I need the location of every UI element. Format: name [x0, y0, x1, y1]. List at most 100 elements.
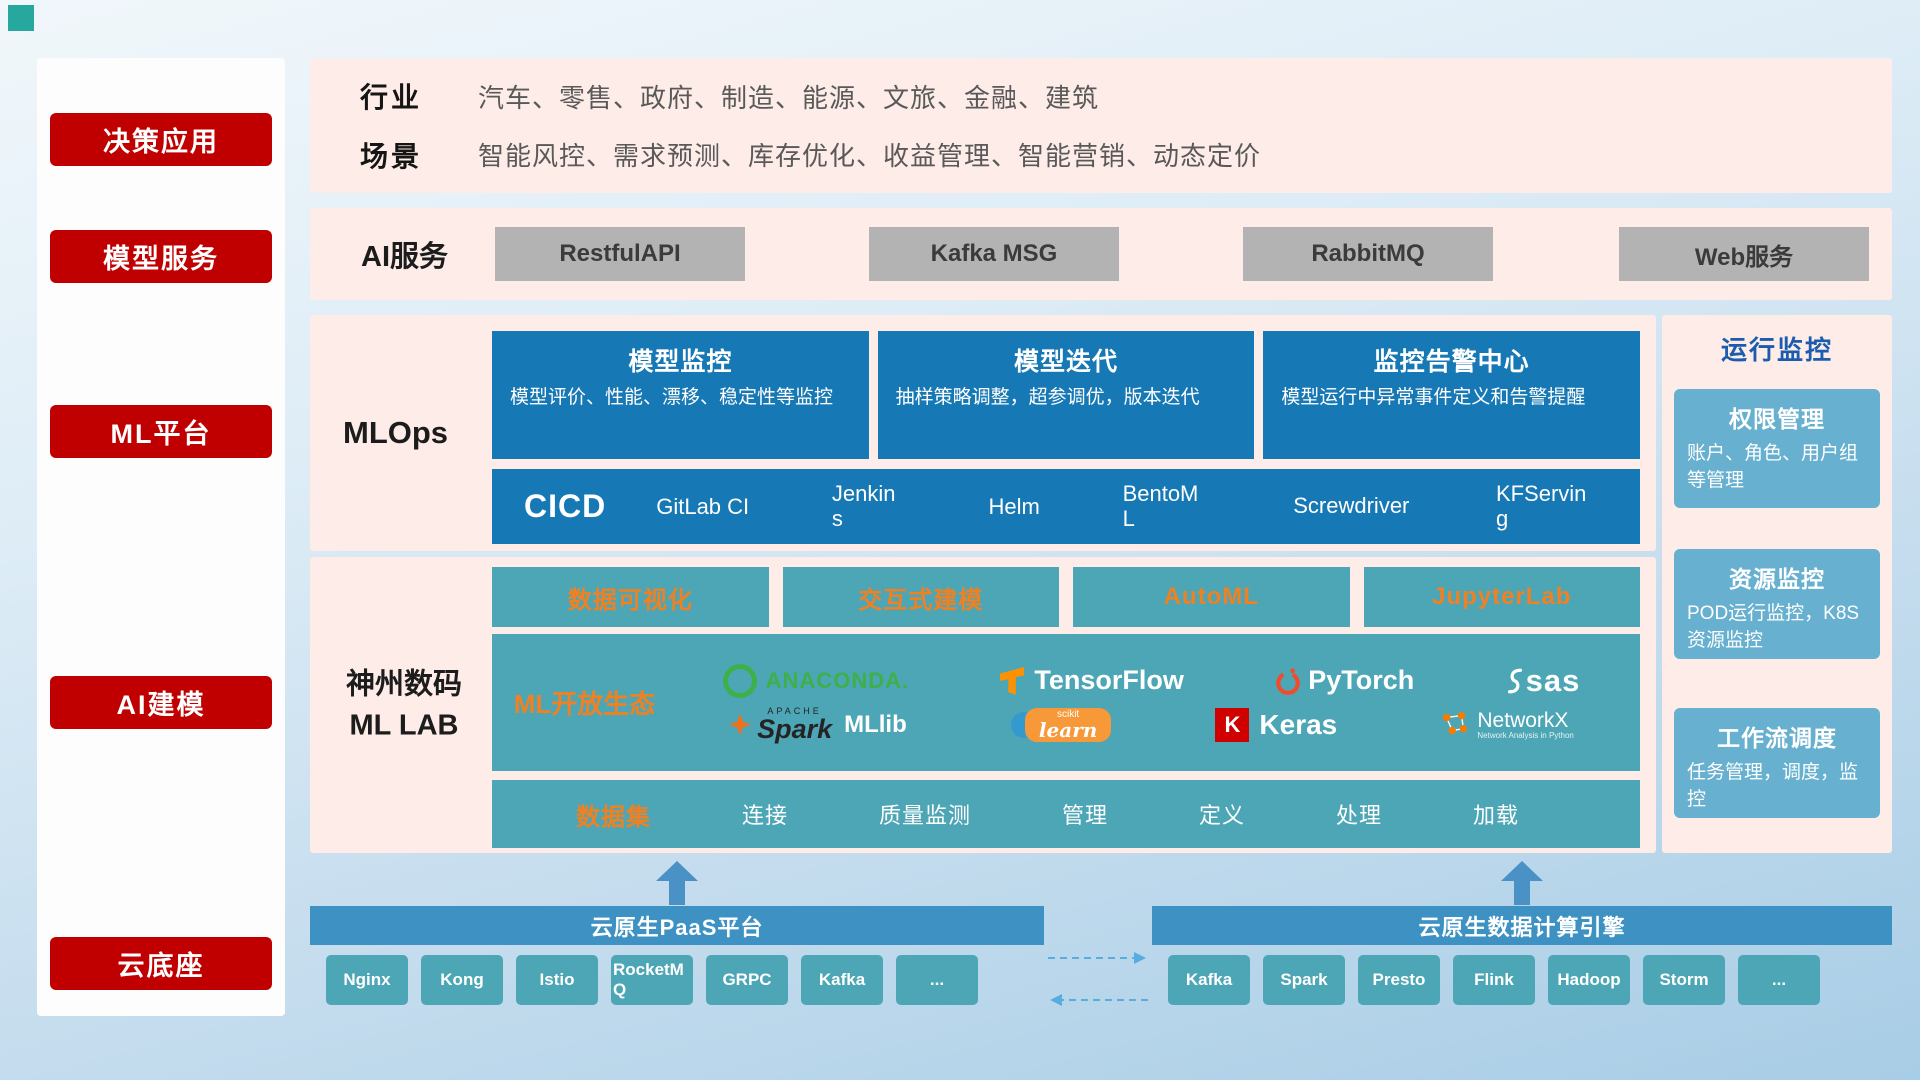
- sidebar-item-ml-platform[interactable]: ML平台: [50, 405, 272, 458]
- card-desc: 抽样策略调整，超参调优，版本迭代: [895, 387, 1200, 408]
- tool-button-jupyterlab[interactable]: JupyterLab: [1363, 567, 1640, 627]
- data-flow-dashed-arrows-icon: [1048, 952, 1148, 1006]
- ml-open-ecosystem-label: ML开放生态: [513, 689, 656, 719]
- paas-service-button-more[interactable]: ...: [896, 955, 978, 1005]
- ml-open-ecosystem-block: ML开放生态 ANACONDA. TensorFlow: [492, 634, 1640, 771]
- engine-service-button[interactable]: Hadoop: [1548, 955, 1630, 1005]
- scikit-learn-badge: scikit learn: [1024, 707, 1112, 742]
- paas-service-button[interactable]: Istio: [516, 955, 598, 1005]
- paas-service-button[interactable]: GRPC: [706, 955, 788, 1005]
- dataset-item-connect: 连接: [741, 803, 788, 828]
- card-desc: 任务管理，调度，监控: [1687, 762, 1859, 810]
- dataset-label: 数据集: [576, 803, 651, 831]
- data-engine-header: 云原生数据计算引擎: [1152, 906, 1892, 945]
- mlops-label: MLOps: [343, 415, 449, 450]
- paas-platform-header: 云原生PaaS平台: [310, 906, 1044, 945]
- anaconda-icon: [722, 663, 757, 698]
- service-button-web[interactable]: Web服务: [1619, 227, 1869, 281]
- sidebar-item-decision-app[interactable]: 决策应用: [50, 113, 272, 166]
- networkx-icon: [1443, 712, 1468, 735]
- tensorflow-logo: TensorFlow: [1000, 665, 1184, 696]
- ai-service-label: AI服务: [361, 241, 449, 273]
- engine-service-button-more[interactable]: ...: [1738, 955, 1820, 1005]
- logo-row-1: ANACONDA. TensorFlow PyTorch: [677, 663, 1626, 699]
- pytorch-icon: [1276, 667, 1301, 695]
- ml-lab-label: 神州数码 ML LAB: [328, 664, 480, 745]
- permission-mgmt-card: 权限管理 账户、角色、用户组等管理: [1674, 389, 1880, 508]
- ml-lab-label-line1: 神州数码: [345, 668, 462, 701]
- layer-sidebar: 决策应用 模型服务 ML平台 AI建模 云底座: [37, 58, 285, 1016]
- spark-star-icon: [729, 713, 752, 736]
- paas-service-button[interactable]: Kong: [421, 955, 503, 1005]
- dataset-item-manage: 管理: [1061, 803, 1108, 828]
- service-button-kafka-msg[interactable]: Kafka MSG: [869, 227, 1119, 281]
- industry-section: 行业 汽车、零售、政府、制造、能源、文旅、金融、建筑 场景 智能风控、需求预测、…: [310, 58, 1892, 193]
- modeling-tools-row: 数据可视化 交互式建模 AutoML JupyterLab: [492, 567, 1640, 627]
- paas-service-button[interactable]: Kafka: [801, 955, 883, 1005]
- scikit-learn-logo: scikit learn: [1010, 707, 1112, 742]
- sidebar-item-ai-modeling[interactable]: AI建模: [50, 676, 272, 729]
- keras-logo: K Keras: [1215, 707, 1338, 742]
- up-arrow-icon: [1501, 861, 1543, 905]
- cicd-item-helm: Helm: [988, 493, 1040, 519]
- apache-label: APACHE: [767, 705, 822, 716]
- ml-lab-section: 神州数码 ML LAB 数据可视化 交互式建模 AutoML JupyterLa…: [310, 557, 1656, 853]
- workflow-scheduling-card: 工作流调度 任务管理，调度，监控: [1674, 708, 1880, 818]
- cicd-item-kfserving: KFServing: [1495, 481, 1587, 531]
- ecosystem-logos: ANACONDA. TensorFlow PyTorch: [677, 663, 1640, 743]
- up-arrow-icon: [656, 861, 698, 905]
- card-title: 模型迭代: [1014, 348, 1119, 376]
- card-title: 模型监控: [628, 348, 733, 376]
- spark-wordmark: APACHE Spark: [757, 705, 833, 744]
- pytorch-logo: PyTorch: [1275, 665, 1414, 696]
- sas-logo: sas: [1506, 663, 1581, 699]
- keras-wordmark: Keras: [1259, 708, 1338, 740]
- tool-button-automl[interactable]: AutoML: [1073, 567, 1350, 627]
- model-iteration-card: 模型迭代 抽样策略调整，超参调优，版本迭代: [877, 331, 1255, 459]
- dataset-item-quality: 质量监测: [878, 803, 971, 828]
- runtime-monitoring-title: 运行监控: [1720, 335, 1833, 365]
- engine-service-button[interactable]: Kafka: [1168, 955, 1250, 1005]
- cicd-item-screwdriver: Screwdriver: [1293, 493, 1410, 519]
- tensorflow-icon: [1000, 666, 1025, 695]
- paas-services: Nginx Kong Istio RocketMQ GRPC Kafka ...: [310, 953, 1060, 1007]
- networkx-wordmark: NetworkX Network Analysis in Python: [1477, 708, 1574, 740]
- engine-service-button[interactable]: Spark: [1263, 955, 1345, 1005]
- service-button-restfulapi[interactable]: RestfulAPI: [495, 227, 745, 281]
- tool-button-interactive-modeling[interactable]: 交互式建模: [782, 567, 1059, 627]
- alert-center-card: 监控告警中心 模型运行中异常事件定义和告警提醒: [1263, 331, 1641, 459]
- engine-service-button[interactable]: Presto: [1358, 955, 1440, 1005]
- dataset-row: 数据集 连接 质量监测 管理 定义 处理 加载: [492, 780, 1640, 848]
- card-title: 权限管理: [1729, 406, 1825, 432]
- sidebar-item-model-service[interactable]: 模型服务: [50, 230, 272, 283]
- dataset-items: 连接 质量监测 管理 定义 处理 加载: [651, 798, 1610, 830]
- anaconda-logo: ANACONDA.: [722, 663, 910, 698]
- sas-swoosh-icon: [1507, 668, 1522, 693]
- anaconda-wordmark: ANACONDA.: [765, 667, 910, 693]
- networkx-logo: NetworkX Network Analysis in Python: [1441, 709, 1574, 741]
- model-monitoring-card: 模型监控 模型评价、性能、漂移、稳定性等监控: [492, 331, 869, 459]
- brand-square: [8, 5, 34, 31]
- runtime-monitoring-panel: 运行监控 权限管理 账户、角色、用户组等管理 资源监控 POD运行监控，K8S资…: [1662, 315, 1892, 853]
- engine-service-button[interactable]: Storm: [1643, 955, 1725, 1005]
- cicd-bar: CICD GitLab CI Jenkins Helm BentoML Scre…: [492, 469, 1640, 544]
- card-title: 监控告警中心: [1373, 348, 1530, 376]
- industry-label: 行业: [360, 82, 423, 114]
- scenario-values: 智能风控、需求预测、库存优化、收益管理、智能营销、动态定价: [478, 141, 1262, 172]
- cicd-item-jenkins: Jenkins: [831, 481, 896, 531]
- paas-service-button[interactable]: Nginx: [326, 955, 408, 1005]
- tool-button-data-visualization[interactable]: 数据可视化: [492, 567, 769, 627]
- sidebar-item-cloud-base[interactable]: 云底座: [50, 937, 272, 990]
- industry-values: 汽车、零售、政府、制造、能源、文旅、金融、建筑: [478, 82, 1100, 113]
- mlops-cards: 模型监控 模型评价、性能、漂移、稳定性等监控 模型迭代 抽样策略调整，超参调优，…: [492, 331, 1641, 459]
- cicd-item-gitlab-ci: GitLab CI: [656, 493, 750, 519]
- logo-row-2: APACHE Spark MLlib scikit learn K: [677, 705, 1626, 744]
- service-button-rabbitmq[interactable]: RabbitMQ: [1243, 227, 1493, 281]
- cicd-item-bentoml: BentoML: [1122, 481, 1199, 531]
- paas-service-button[interactable]: RocketMQ: [611, 955, 693, 1005]
- resource-monitoring-card: 资源监控 POD运行监控，K8S资源监控: [1674, 549, 1880, 659]
- engine-service-button[interactable]: Flink: [1453, 955, 1535, 1005]
- cicd-label: CICD: [524, 488, 607, 524]
- scenario-row: 场景 智能风控、需求预测、库存优化、收益管理、智能营销、动态定价: [310, 135, 1892, 175]
